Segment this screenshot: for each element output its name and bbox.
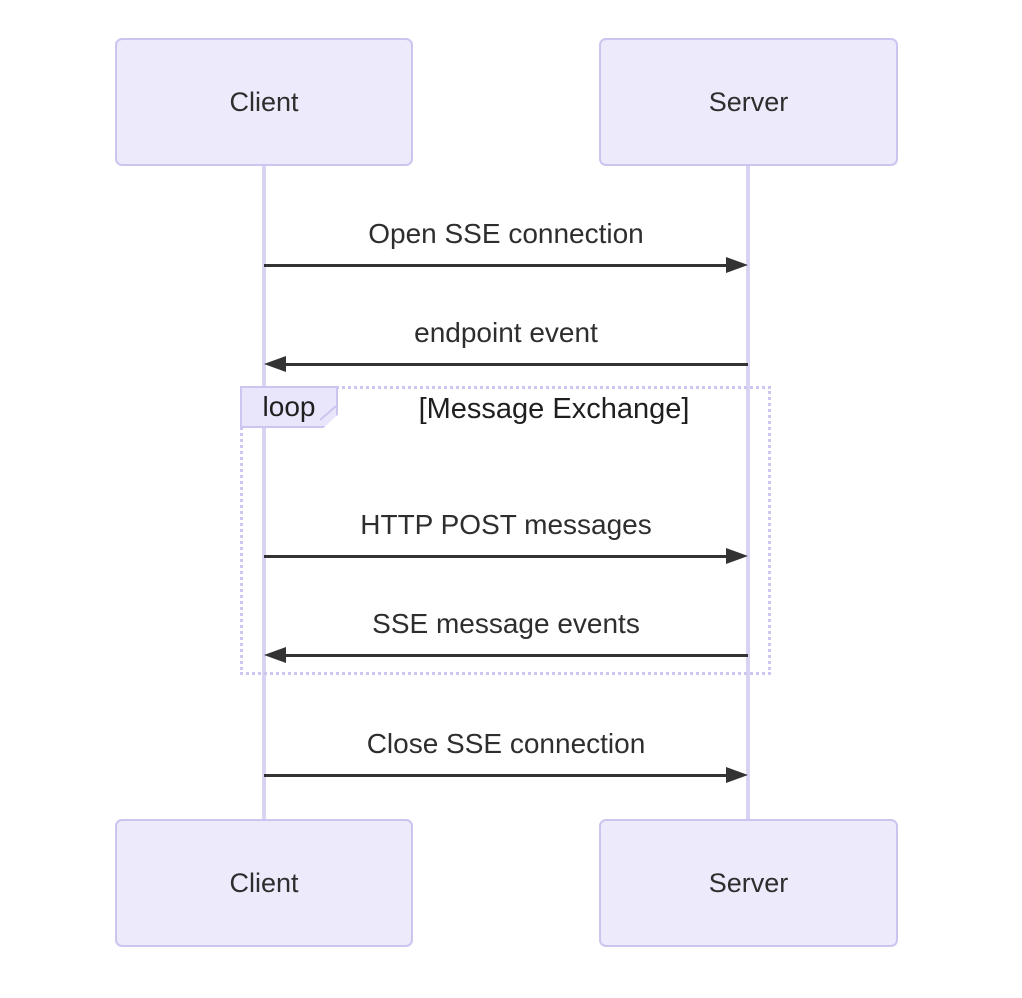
actor-box-server-top: Server <box>599 38 898 166</box>
arrowhead-right-icon <box>726 548 748 564</box>
arrow-shaft <box>282 362 748 366</box>
arrow-shaft <box>282 653 748 657</box>
loop-condition: [Message Exchange] <box>418 393 690 425</box>
actor-label-client-bottom: Client <box>229 867 299 898</box>
lifeline-server <box>746 166 750 819</box>
loop-label-tab: loop <box>240 386 338 428</box>
message-label: Close SSE connection <box>366 728 646 759</box>
arrowhead-right-icon <box>726 257 748 273</box>
message-label: Open SSE connection <box>368 218 644 249</box>
actor-box-client-bottom: Client <box>115 819 413 947</box>
actor-label-server-bottom: Server <box>708 867 789 898</box>
arrow-shaft <box>264 263 730 267</box>
message-arrow <box>264 257 748 273</box>
message-sse-message-events: SSE message events <box>264 605 748 667</box>
actor-box-server-bottom: Server <box>599 819 898 947</box>
message-arrow <box>264 548 748 564</box>
loop-label: loop <box>262 391 316 422</box>
message-arrow <box>264 356 748 372</box>
message-label: HTTP POST messages <box>360 509 652 540</box>
message-arrow <box>264 767 748 783</box>
message-open-sse-connection: Open SSE connection <box>264 215 748 277</box>
arrowhead-right-icon <box>726 767 748 783</box>
arrow-shaft <box>264 554 730 558</box>
message-close-sse-connection: Close SSE connection <box>264 725 748 787</box>
message-arrow <box>264 647 748 663</box>
message-label: endpoint event <box>414 317 598 348</box>
message-endpoint-event: endpoint event <box>264 314 748 376</box>
actor-label-server-top: Server <box>708 86 789 117</box>
actor-label-client-top: Client <box>229 86 299 117</box>
actor-box-client-top: Client <box>115 38 413 166</box>
message-http-post-messages: HTTP POST messages <box>264 506 748 568</box>
arrowhead-left-icon <box>264 356 286 372</box>
lifeline-client <box>262 166 266 819</box>
arrow-shaft <box>264 773 730 777</box>
message-label: SSE message events <box>372 608 640 639</box>
loop-frame <box>240 386 771 675</box>
arrowhead-left-icon <box>264 647 286 663</box>
